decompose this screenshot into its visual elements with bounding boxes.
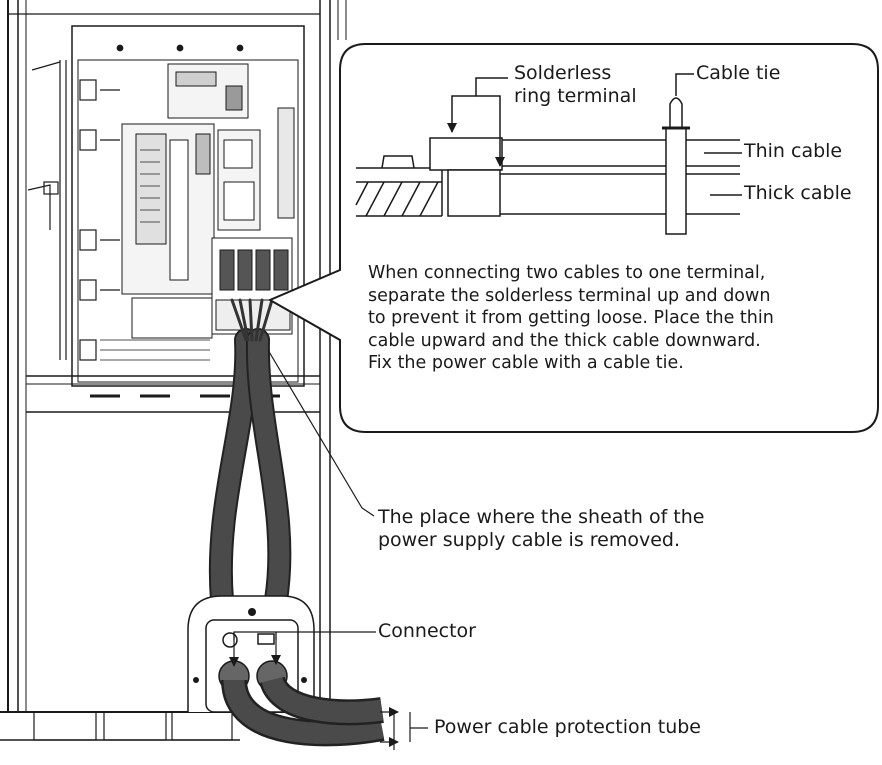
- label-sheath-line-1: The place where the sheath of the: [378, 506, 705, 528]
- note-line-4: cable upward and the thick cable downwar…: [368, 330, 761, 351]
- label-solderless-line-1: Solderless: [514, 62, 612, 84]
- label-solderless-line-2: ring terminal: [514, 85, 637, 108]
- label-cable-tie: Cable tie: [696, 62, 781, 84]
- note-line-5: Fix the power cable with a cable tie.: [368, 353, 684, 373]
- label-protection-tube: Power cable protection tube: [434, 716, 701, 738]
- instruction-note: When connecting two cables to one termin…: [368, 262, 774, 375]
- board-details: [90, 44, 280, 398]
- callout-panel: [267, 43, 879, 433]
- label-sheath-line-2: power supply cable is removed.: [378, 529, 681, 552]
- control-boards: [121, 63, 295, 339]
- label-thin-cable: Thin cable: [744, 140, 843, 162]
- power-cables: [208, 298, 292, 692]
- label-sheath-removed: The place where the sheath of the power …: [378, 506, 705, 552]
- label-connector: Connector: [378, 620, 476, 642]
- protection-tubes: [221, 675, 385, 747]
- side-pipes: [27, 60, 120, 361]
- label-solderless-ring-terminal: Solderless ring terminal: [514, 62, 637, 108]
- note-line-2: separate the solderless terminal up and …: [368, 285, 771, 306]
- note-line-1: When connecting two cables to one termin…: [368, 263, 766, 283]
- label-thick-cable: Thick cable: [744, 182, 852, 204]
- terminal-detail: [355, 73, 742, 235]
- leader-lines: [229, 349, 428, 750]
- note-line-3: to prevent it from getting loose. Place …: [368, 308, 774, 328]
